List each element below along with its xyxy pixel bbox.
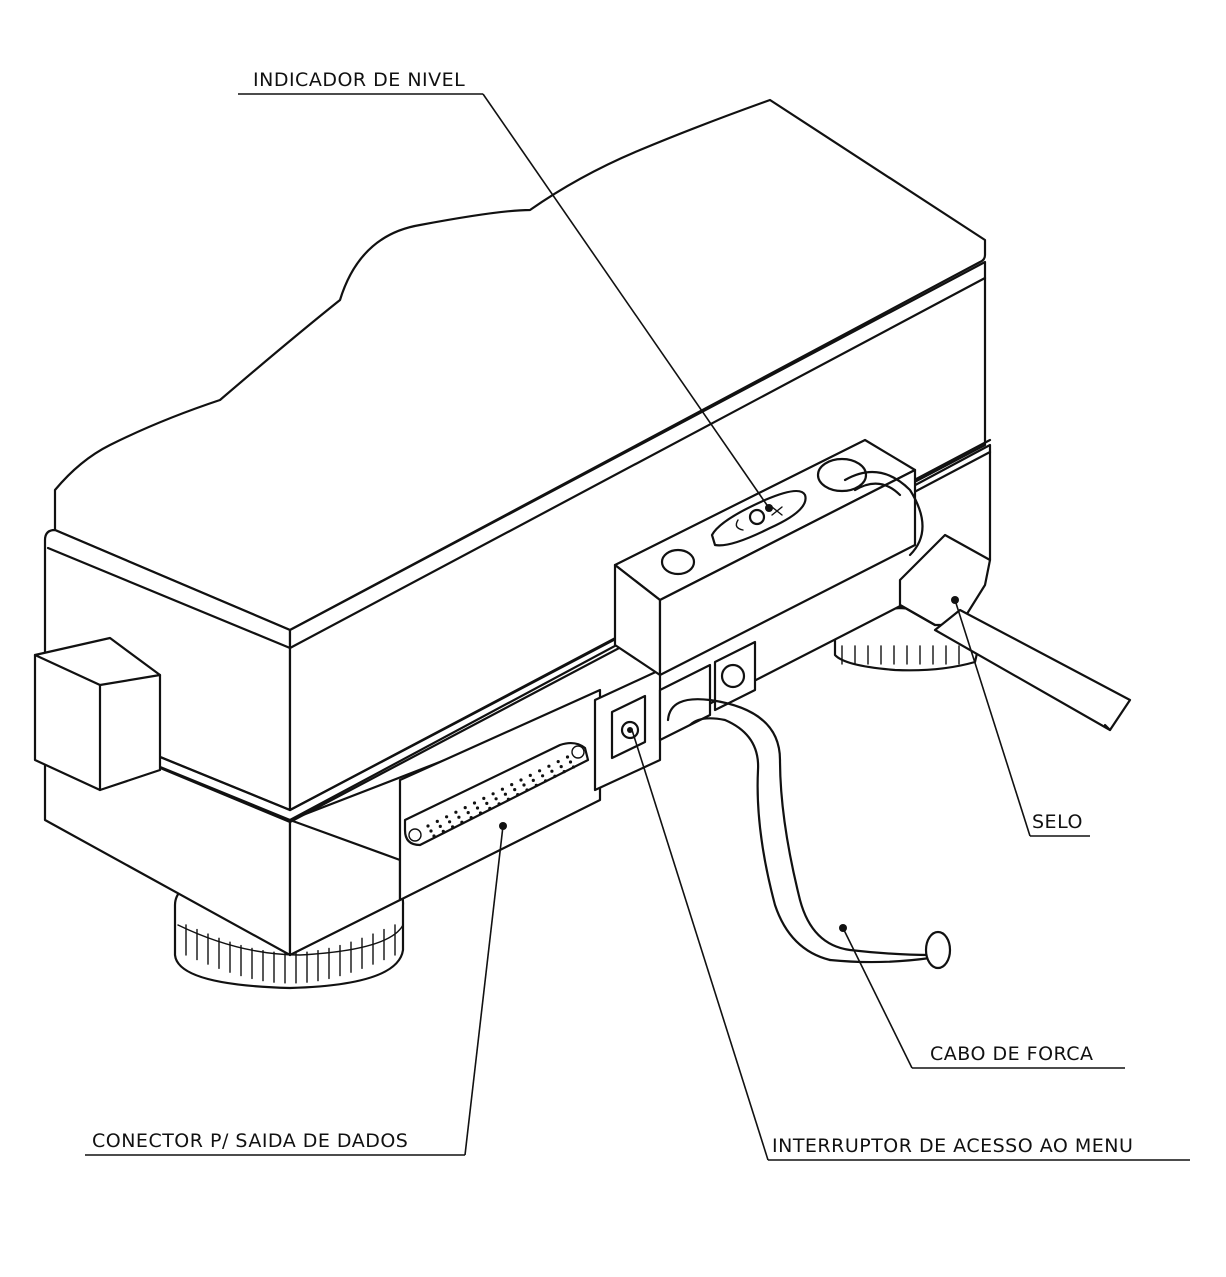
leader-lines [85, 93, 1190, 1161]
side-block [33, 636, 162, 792]
level-block [613, 438, 917, 677]
label-cabo-de-forca: CABO DE FORCA [930, 1043, 1094, 1065]
data-connector-panel [398, 688, 602, 902]
label-interruptor-acesso-menu: INTERRUPTOR DE ACESSO AO MENU [772, 1135, 1133, 1157]
seal [843, 470, 1132, 732]
power-cable [666, 698, 952, 970]
label-indicador-de-nivel: INDICADOR DE NIVEL [253, 69, 465, 91]
switch-panel [593, 640, 757, 792]
label-conector-saida-de-dados: CONECTOR P/ SAIDA DE DADOS [92, 1130, 408, 1152]
label-selo: SELO [1032, 811, 1083, 833]
